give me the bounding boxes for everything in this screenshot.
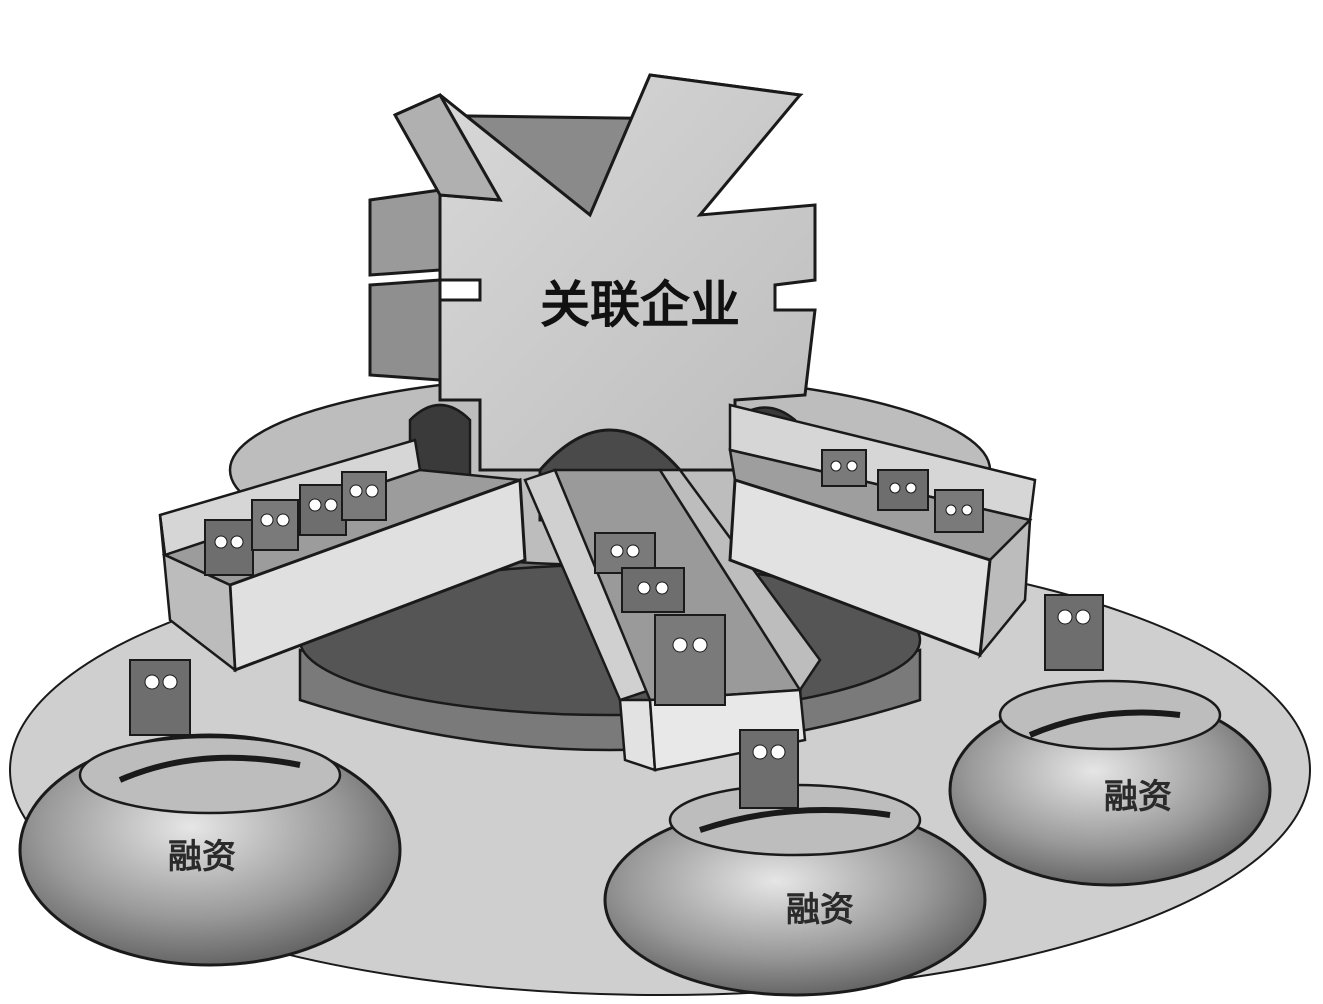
bag-label-left: 融资 [168, 837, 236, 877]
yuan-block-label: 关联企业 [540, 276, 740, 334]
bag-label-right: 融资 [1104, 777, 1172, 817]
jumping-bill-characters [129, 594, 1104, 809]
money-bag-left [18, 733, 402, 967]
bag-label-center: 融资 [786, 890, 854, 930]
yuan-symbol [368, 73, 817, 472]
money-bag-right [948, 679, 1272, 887]
bill-characters [204, 449, 984, 706]
